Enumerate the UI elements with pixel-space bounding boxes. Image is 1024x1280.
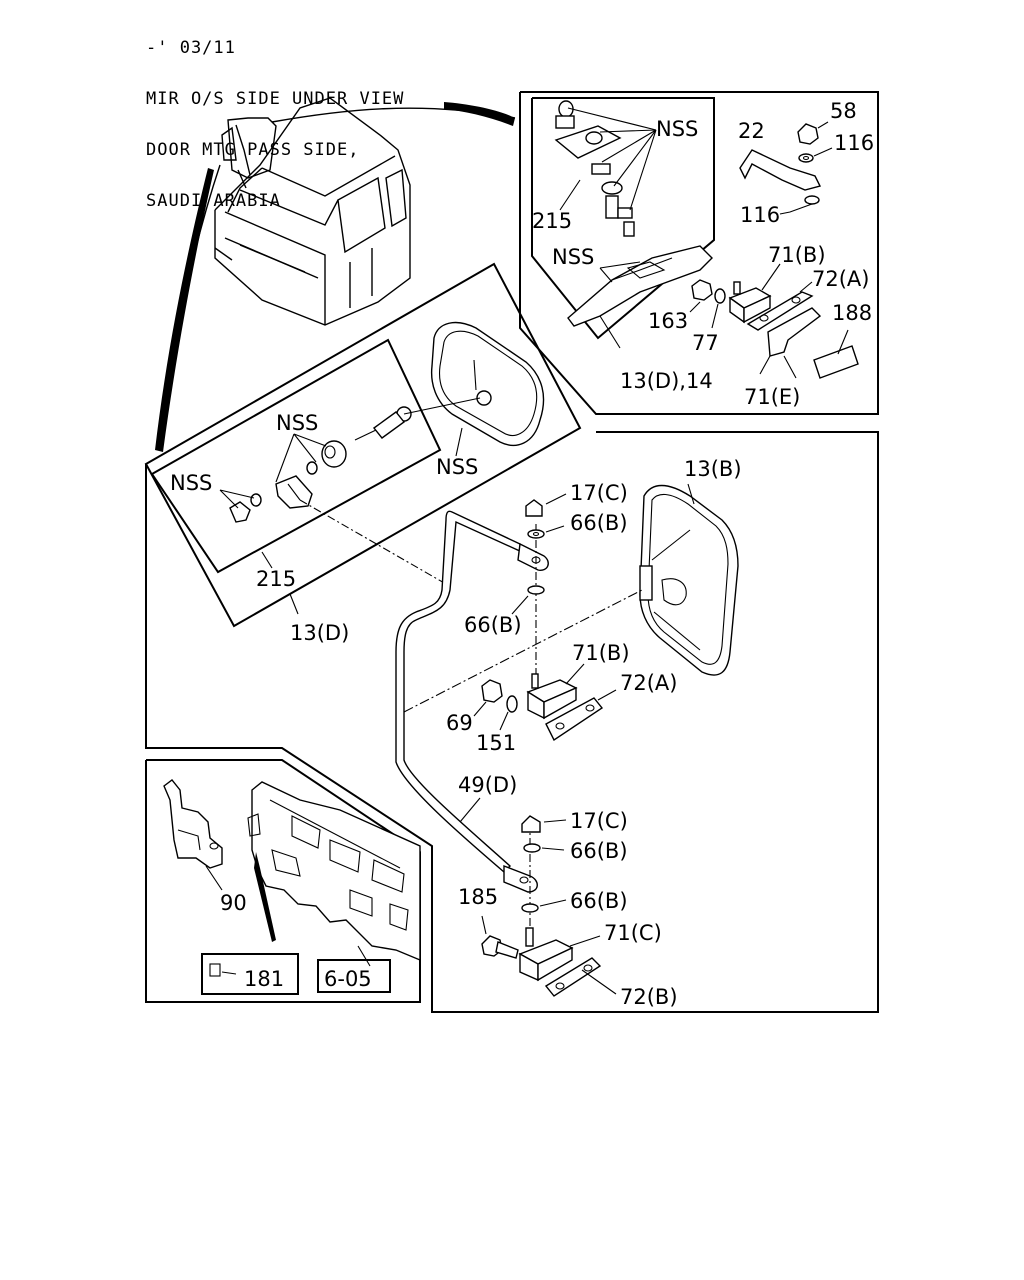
main-assembly-panel — [145, 431, 879, 1013]
label-nss-upper-base: NSS — [552, 245, 594, 269]
label-116-upper: 116 — [834, 131, 874, 155]
label-71b-main: 71(B) — [572, 641, 630, 665]
label-72b: 72(B) — [620, 985, 678, 1009]
label-71c: 71(C) — [604, 921, 662, 945]
mirror-subassembly-panel — [144, 262, 582, 628]
label-nss-mirror-glass: NSS — [436, 455, 478, 479]
label-ref-6-05: 6-05 — [324, 967, 372, 991]
label-215-upper: 215 — [532, 209, 572, 233]
label-185: 185 — [458, 885, 498, 909]
label-77: 77 — [692, 331, 719, 355]
label-215-mirror: 215 — [256, 567, 296, 591]
label-66b-3: 66(B) — [570, 839, 628, 863]
label-116-lower: 116 — [740, 203, 780, 227]
label-66b-2: 66(B) — [464, 613, 522, 637]
label-nss-mirror-left: NSS — [170, 471, 212, 495]
label-58: 58 — [830, 99, 857, 123]
label-nss-mirror-upper: NSS — [276, 411, 318, 435]
label-66b-1: 66(B) — [570, 511, 628, 535]
label-151: 151 — [476, 731, 516, 755]
header-notes: -' 03/11 MIR O/S SIDE UNDER VIEW DOOR MT… — [146, 6, 404, 227]
label-90: 90 — [220, 891, 247, 915]
label-72a-main: 72(A) — [620, 671, 677, 695]
label-72a-upper: 72(A) — [812, 267, 869, 291]
label-71e: 71(E) — [744, 385, 800, 409]
door-bracket-panel — [145, 759, 421, 1003]
header-line-view: MIR O/S SIDE UNDER VIEW — [146, 89, 405, 109]
label-163: 163 — [648, 309, 688, 333]
header-line-region: SAUDI ARABIA — [146, 191, 281, 211]
label-13b: 13(B) — [684, 457, 742, 481]
label-69: 69 — [446, 711, 473, 735]
callout-labels: NSS 22 58 116 116 215 NSS 71(B) 72(A) 18… — [170, 99, 874, 1009]
label-13d-mirror: 13(D) — [290, 621, 349, 645]
label-188: 188 — [832, 301, 872, 325]
label-181: 181 — [244, 967, 284, 991]
label-nss-top: NSS — [656, 117, 698, 141]
header-line-door: DOOR MTG PASS SIDE, — [146, 140, 360, 160]
truck-cab-illustration — [155, 97, 516, 452]
header-line-date: -' 03/11 — [146, 38, 236, 58]
label-13d-14: 13(D),14 — [620, 369, 713, 393]
upper-assembly-panel — [519, 91, 879, 415]
label-17c-upper: 17(C) — [570, 481, 628, 505]
label-17c-lower: 17(C) — [570, 809, 628, 833]
label-22: 22 — [738, 119, 765, 143]
label-66b-4: 66(B) — [570, 889, 628, 913]
label-71b-upper: 71(B) — [768, 243, 826, 267]
label-49d: 49(D) — [458, 773, 517, 797]
